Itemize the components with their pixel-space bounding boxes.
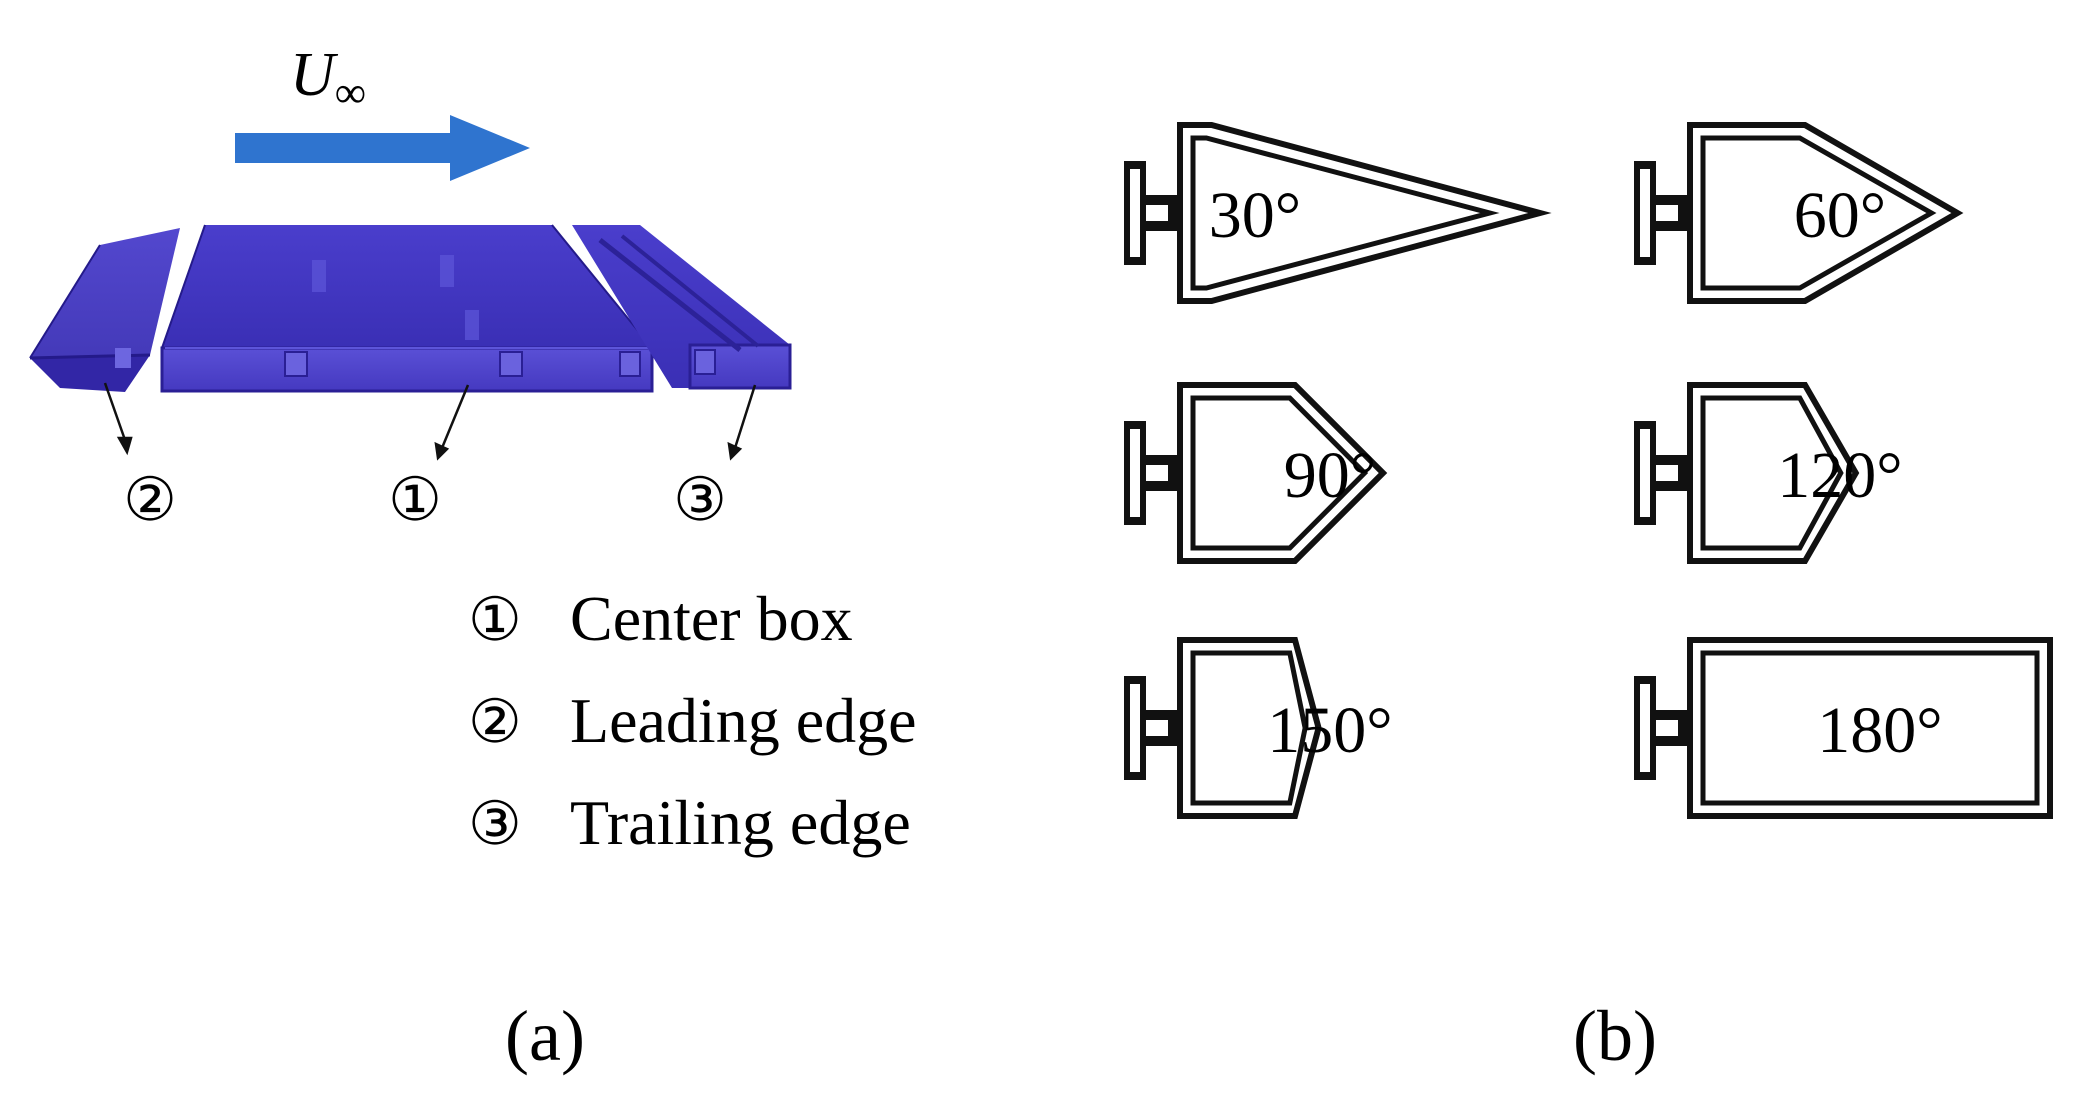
trailing-edge-piece (572, 225, 792, 390)
legend-label-leading-edge: Leading edge (570, 685, 917, 756)
section-angle-label: 30° (1209, 179, 1301, 252)
connector-bracket-icon (1634, 676, 1690, 780)
panel-a: U∞ (29, 41, 917, 1076)
section-150: 150° (1124, 637, 1393, 819)
legend-number-trailing-edge: ③ (468, 791, 522, 857)
leading-edge-piece (29, 228, 180, 392)
section-180: 180° (1634, 637, 2053, 819)
section-90: 90° (1124, 382, 1388, 564)
legend-number-center-box: ① (468, 587, 522, 653)
section-30: 30° (1124, 122, 1552, 304)
legend-number-leading-edge: ② (468, 689, 522, 755)
connector-bracket-icon (1634, 421, 1690, 525)
legend: ① Center box ② Leading edge ③ Trailing e… (468, 583, 917, 858)
section-angle-label: 150° (1267, 694, 1392, 767)
connector-bracket-icon (1634, 161, 1690, 265)
section-60: 60° (1634, 122, 1964, 304)
flow-subscript: ∞ (335, 68, 366, 117)
bridge-deck-model (29, 224, 792, 393)
connector-bracket-icon (1124, 161, 1180, 265)
connector-bracket-icon (1124, 421, 1180, 525)
section-angle-label: 90° (1284, 439, 1376, 512)
legend-label-center-box: Center box (570, 583, 853, 654)
flow-direction-arrow-icon (235, 115, 530, 181)
callout-center-box-number: ① (388, 467, 442, 533)
section-angle-label: 120° (1777, 439, 1902, 512)
center-box-piece (160, 224, 654, 393)
panel-a-caption: (a) (505, 996, 585, 1076)
connector-bracket-icon (1124, 676, 1180, 780)
callout-leading-edge-number: ② (123, 467, 177, 533)
callout-leaders (103, 382, 757, 461)
legend-label-trailing-edge: Trailing edge (570, 787, 911, 858)
section-angle-label: 180° (1817, 694, 1942, 767)
section-120: 120° (1634, 382, 1903, 564)
panel-b-caption: (b) (1573, 996, 1657, 1076)
section-angle-label: 60° (1794, 179, 1886, 252)
callout-trailing-edge-number: ③ (673, 467, 727, 533)
panel-b: 30° 60° 90° 120° 150° 180° (b) (1124, 122, 2053, 1076)
flow-velocity-label: U∞ (290, 41, 366, 117)
